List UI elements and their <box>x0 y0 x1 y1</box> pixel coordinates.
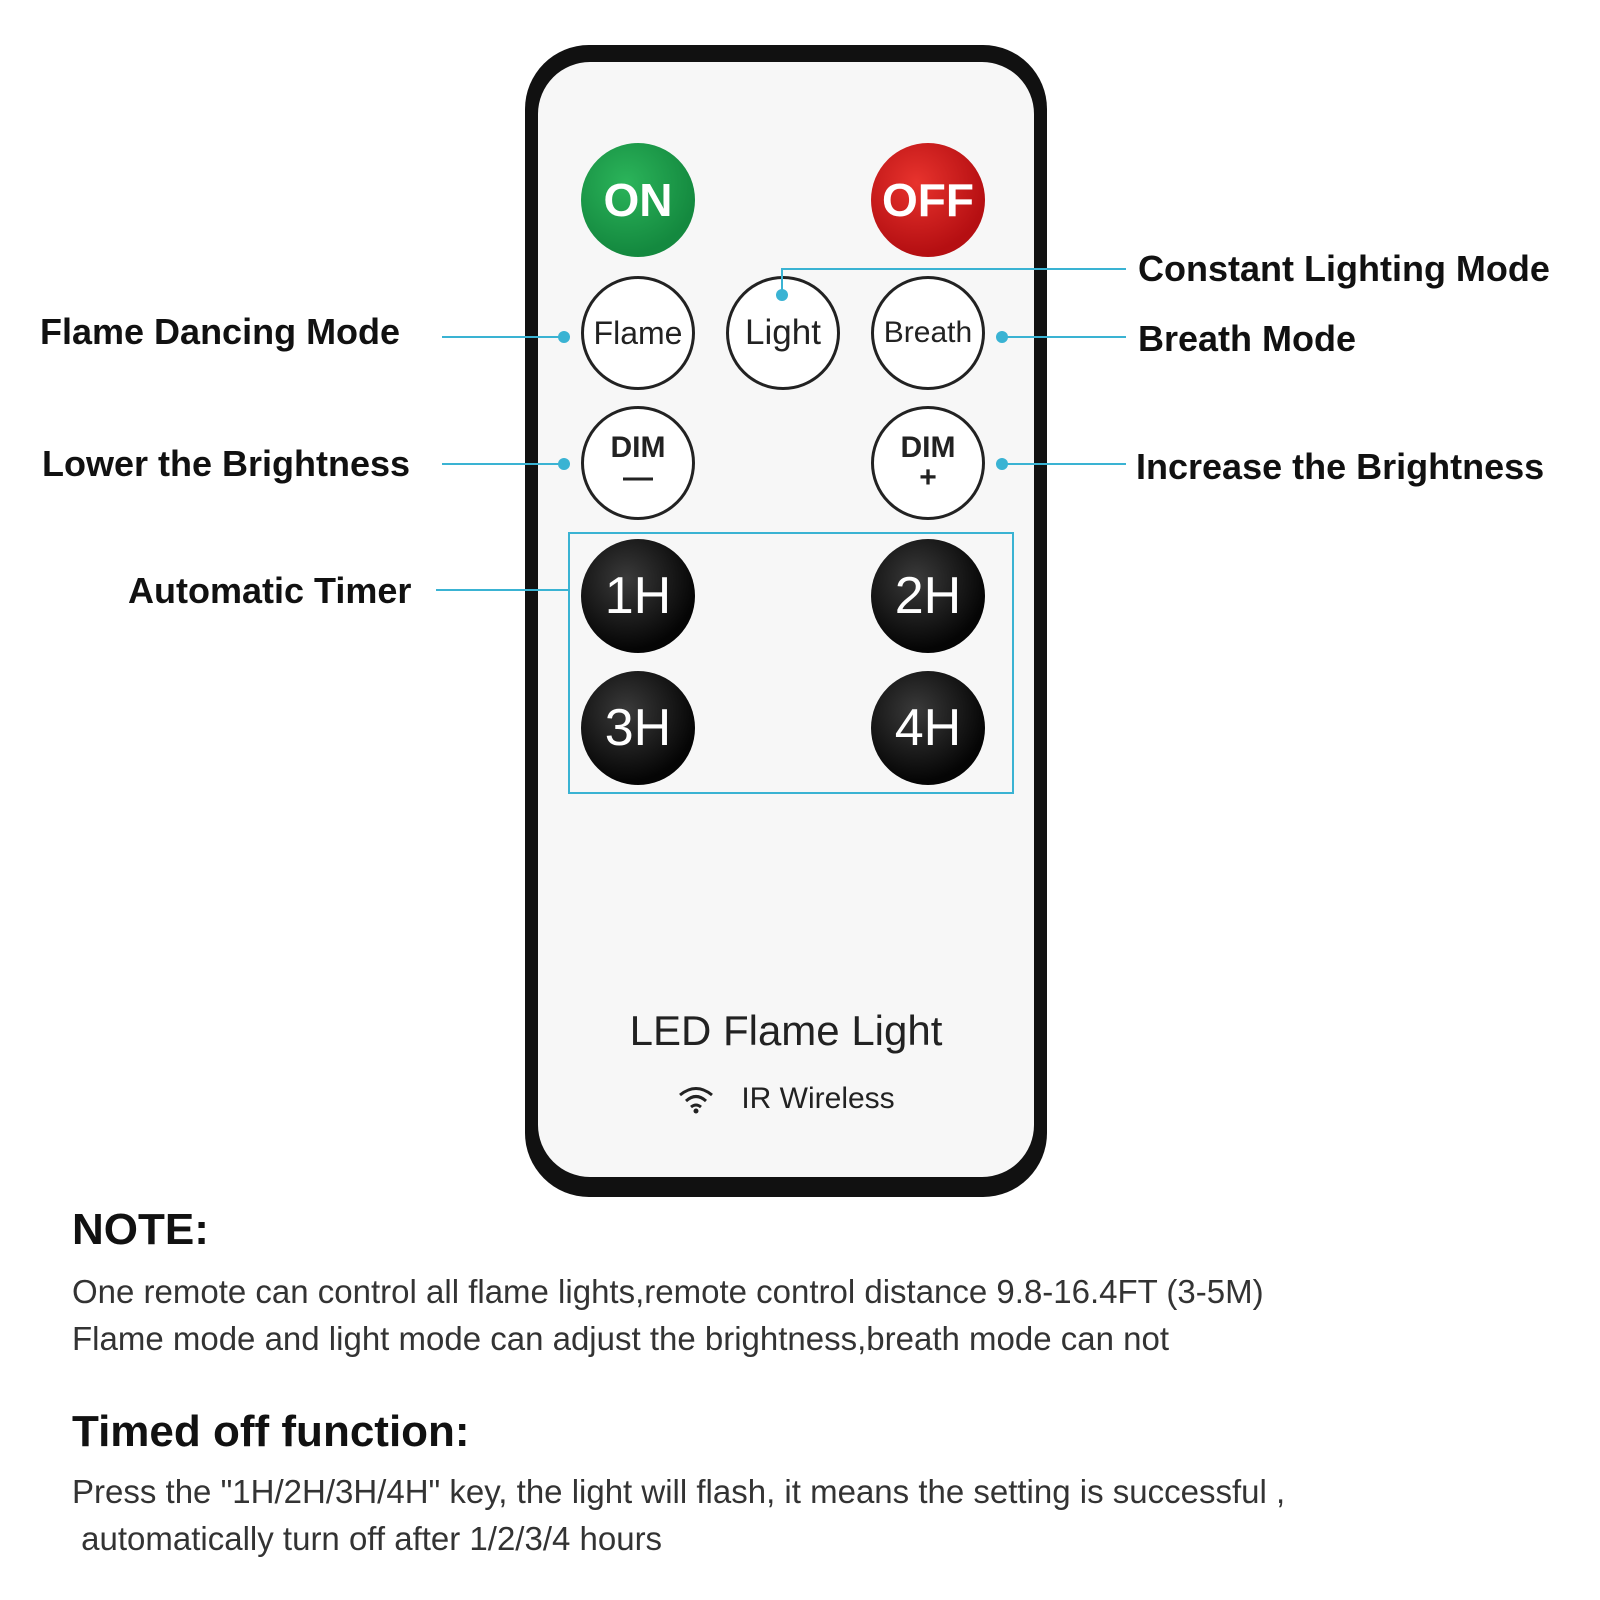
breath-button-label: Breath <box>883 316 973 349</box>
timer-4h-label: 4H <box>894 699 962 757</box>
wifi-icon <box>679 1087 714 1114</box>
dim-plus-button[interactable]: DIM + <box>871 406 985 520</box>
callout-line-timer <box>436 589 568 591</box>
plus-icon: + <box>919 461 937 494</box>
dim-plus-label: DIM <box>900 431 956 464</box>
timer-1h-button[interactable]: 1H <box>581 539 695 653</box>
timer-3h-button[interactable]: 3H <box>581 671 695 785</box>
callout-breath: Breath Mode <box>1138 318 1357 359</box>
note-heading: NOTE: <box>72 1205 209 1254</box>
on-button-label: ON <box>603 174 673 226</box>
timer-2h-button[interactable]: 2H <box>871 539 985 653</box>
callout-lower-brightness: Lower the Brightness <box>42 443 411 484</box>
minus-icon: — <box>623 461 653 494</box>
callout-line-breath <box>1006 336 1126 338</box>
callout-dot-increase <box>996 458 1008 470</box>
brand-label: LED Flame Light <box>629 1007 943 1054</box>
callout-line-increase <box>1006 463 1126 465</box>
callout-dot-flame <box>558 331 570 343</box>
dim-minus-button[interactable]: DIM — <box>581 406 695 520</box>
dim-minus-label: DIM <box>610 431 666 464</box>
timer-group-box <box>568 532 1014 794</box>
callout-increase-brightness: Increase the Brightness <box>1136 446 1545 487</box>
callout-line-lower <box>442 463 562 465</box>
timed-off-heading: Timed off function: <box>72 1407 470 1456</box>
timer-3h-label: 3H <box>604 699 672 757</box>
wireless-label: IR Wireless <box>741 1082 895 1115</box>
callout-flame-dancing: Flame Dancing Mode <box>40 311 401 352</box>
timed-off-line-1: Press the "1H/2H/3H/4H" key, the light w… <box>72 1473 1286 1510</box>
note-line-1: One remote can control all flame lights,… <box>72 1273 1264 1310</box>
callout-line-flame <box>442 336 562 338</box>
callout-dot-breath <box>996 331 1008 343</box>
timer-4h-button[interactable]: 4H <box>871 671 985 785</box>
callout-vline-constant-lighting <box>781 268 783 294</box>
note-line-2: Flame mode and light mode can adjust the… <box>72 1320 1169 1357</box>
callout-line-constant-lighting <box>782 268 1126 270</box>
flame-button-label: Flame <box>593 314 683 351</box>
wireless-row: IR Wireless <box>538 1082 1034 1116</box>
light-button[interactable]: Light <box>726 276 840 390</box>
off-button-label: OFF <box>882 174 974 226</box>
callout-automatic-timer: Automatic Timer <box>128 570 412 611</box>
flame-button[interactable]: Flame <box>581 276 695 390</box>
breath-button[interactable]: Breath <box>871 276 985 390</box>
light-button-label: Light <box>745 313 821 352</box>
timer-2h-label: 2H <box>894 567 962 625</box>
callout-dot-lower <box>558 458 570 470</box>
callout-constant-lighting: Constant Lighting Mode <box>1138 248 1550 289</box>
on-button[interactable]: ON <box>581 143 695 257</box>
timer-1h-label: 1H <box>604 567 672 625</box>
off-button[interactable]: OFF <box>871 143 985 257</box>
callout-dot-constant-lighting <box>776 289 788 301</box>
timed-off-line-2: automatically turn off after 1/2/3/4 hou… <box>72 1520 663 1557</box>
